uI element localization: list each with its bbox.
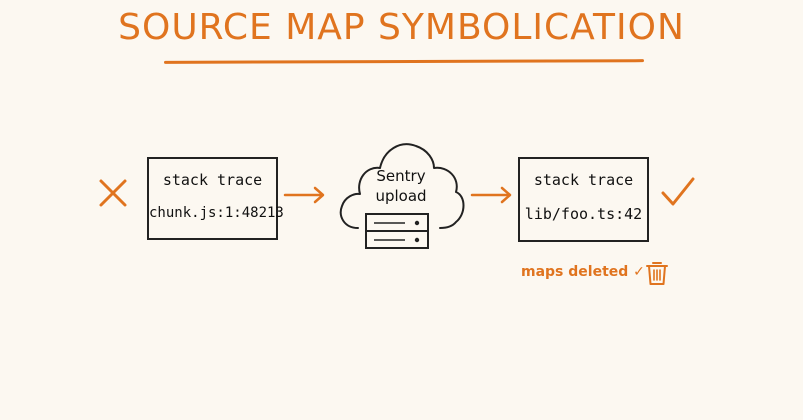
title-underline [163, 59, 645, 64]
x-mark-icon [99, 179, 127, 207]
cloud-icon [339, 143, 465, 229]
trash-can-icon [646, 262, 668, 285]
cloud-label-line2: upload [375, 187, 427, 205]
server-icon [365, 213, 429, 249]
left-box-location: chunk.js:1:48213 [149, 205, 284, 221]
arrow-right-icon [470, 186, 512, 204]
arrow-right-icon [283, 186, 325, 204]
cloud-label-line1: Sentry [376, 167, 426, 185]
check-mark-icon [661, 177, 695, 206]
right-box-location: lib/foo.ts:42 [524, 205, 643, 223]
diagram-title: SOURCE MAP SYMBOLICATION [118, 7, 685, 48]
minified-stack-trace-box: stack trace chunk.js:1:48213 [147, 157, 284, 240]
left-box-title: stack trace [162, 171, 263, 189]
right-box-title: stack trace [533, 171, 634, 189]
symbolicated-stack-trace-box: stack trace lib/foo.ts:42 [518, 157, 649, 242]
maps-deleted-note: maps deleted ✓ [521, 264, 645, 280]
